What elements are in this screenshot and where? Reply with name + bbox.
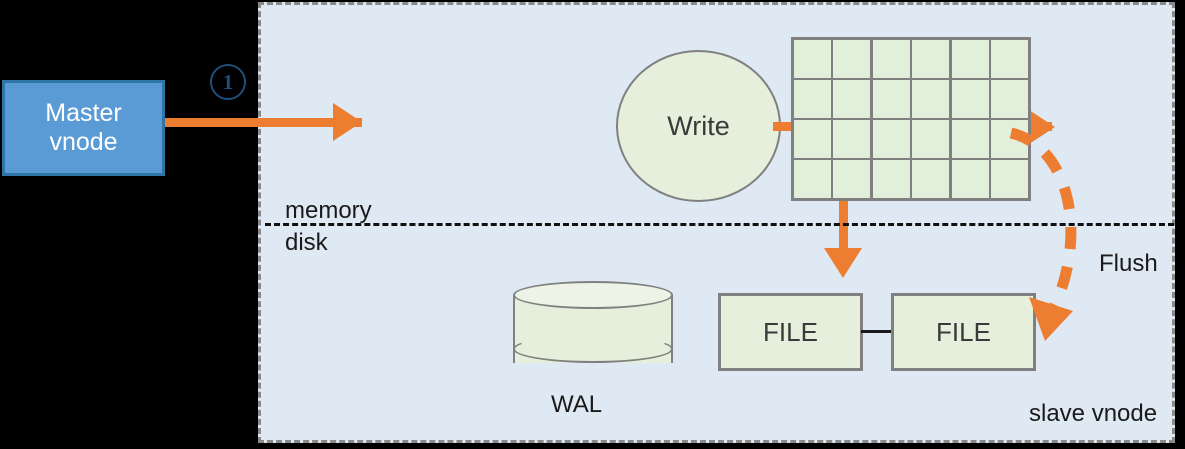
memtable-cell <box>794 160 831 198</box>
memtable-cell <box>833 160 871 198</box>
memtable-cell <box>872 40 910 78</box>
memtable-cell <box>794 120 831 158</box>
file-box-2: FILE <box>891 293 1036 371</box>
memtable-cell <box>912 40 950 78</box>
memtable-cell <box>912 80 950 118</box>
memtable-cell <box>951 40 989 78</box>
wal-label: WAL <box>551 391 603 418</box>
memtable-cell <box>912 120 950 158</box>
memtable-cell <box>794 80 831 118</box>
memtable-cell <box>833 80 871 118</box>
memory-tier-label: memory <box>285 197 372 224</box>
master-vnode-label-line1: Master <box>45 98 122 127</box>
memtable-grid <box>791 37 1031 201</box>
step-number-1: 1 <box>210 64 246 100</box>
memtable-cell <box>872 160 910 198</box>
memtable-cell <box>833 40 871 78</box>
arrow-write-to-wal-head <box>824 248 862 278</box>
step-number-1-value: 1 <box>222 69 234 94</box>
arrow-master-to-write-line <box>165 118 362 127</box>
arrow-master-to-write-head <box>333 103 362 141</box>
memtable-cell <box>991 80 1028 118</box>
file-box-1-label: FILE <box>763 316 818 347</box>
file-connector-line <box>861 330 893 333</box>
slave-vnode-panel: Write 2 3 <box>258 2 1175 443</box>
wal-cylinder <box>513 281 673 377</box>
wal-cylinder-bottom <box>513 335 673 363</box>
memtable-cell <box>872 120 910 158</box>
memtable-cell <box>951 80 989 118</box>
write-node: Write <box>616 50 781 202</box>
memtable-cell <box>912 160 950 198</box>
flush-arrow-head <box>1029 297 1073 341</box>
write-node-label: Write <box>667 110 730 141</box>
master-vnode-box: Master vnode <box>2 80 165 176</box>
memtable-cell <box>833 120 871 158</box>
file-box-1: FILE <box>718 293 863 371</box>
memtable-cell <box>951 120 989 158</box>
disk-tier-label: disk <box>285 229 328 256</box>
flush-arrow-path <box>1009 127 1077 320</box>
flush-label: Flush <box>1099 250 1158 277</box>
wal-cylinder-top <box>513 281 673 309</box>
memtable-cell <box>951 160 989 198</box>
master-vnode-label-line2: vnode <box>49 128 118 156</box>
memtable-cell <box>991 160 1028 198</box>
slave-vnode-label: slave vnode <box>1029 400 1158 427</box>
file-box-2-label: FILE <box>936 316 991 347</box>
memtable-cell <box>794 40 831 78</box>
memtable-cell <box>872 80 910 118</box>
memtable-cell <box>991 40 1028 78</box>
memory-disk-divider <box>265 223 1174 226</box>
flush-arrow <box>1009 127 1077 341</box>
